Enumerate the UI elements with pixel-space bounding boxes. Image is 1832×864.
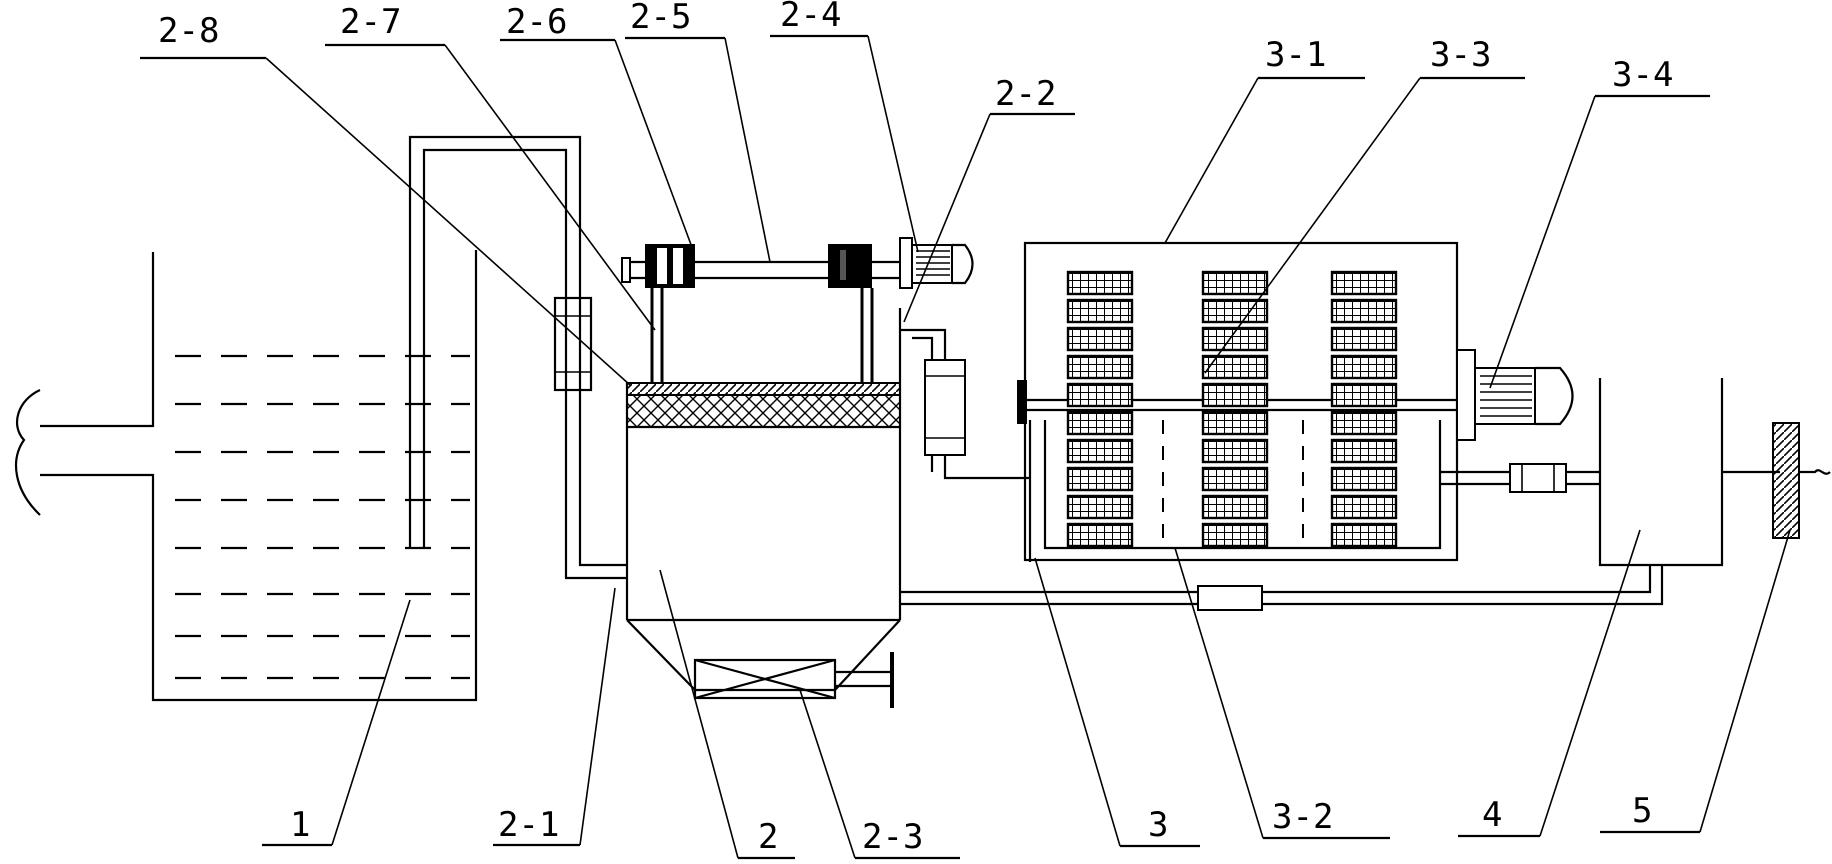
label-5: 5	[1632, 791, 1652, 831]
water-reservoir	[14, 250, 478, 702]
disc-block	[1066, 494, 1134, 520]
label-3-4: 3-4	[1612, 55, 1673, 95]
disc-block	[1201, 410, 1269, 436]
disc-block	[1330, 270, 1398, 296]
label-2: 2	[758, 817, 778, 857]
filter-layer	[626, 382, 901, 396]
label-4: 4	[1482, 795, 1502, 835]
disc-block	[1066, 382, 1134, 408]
disc-block	[1066, 354, 1134, 380]
disc-block	[1330, 354, 1398, 380]
disc-block	[1066, 522, 1134, 548]
outlet-pipe	[900, 328, 1030, 480]
disc-block	[1201, 438, 1269, 464]
label-3: 3	[1148, 805, 1168, 845]
disc-block	[1201, 298, 1269, 324]
label-3-1: 3-1	[1265, 35, 1326, 75]
disc-block	[1330, 438, 1398, 464]
disc-block	[1330, 326, 1398, 352]
clean-water-tank	[1598, 378, 1780, 567]
label-3-3: 3-3	[1430, 35, 1491, 75]
disc-block	[1066, 270, 1134, 296]
disc-block	[1201, 494, 1269, 520]
disc-block	[1201, 326, 1269, 352]
disc-stacks	[1066, 270, 1398, 548]
outlet-valve	[1772, 422, 1831, 539]
outlet-pump	[924, 359, 966, 456]
disc-block	[1330, 522, 1398, 548]
filter-mesh	[626, 394, 901, 428]
scraper-drive	[621, 237, 974, 383]
disc-motor	[1474, 367, 1536, 425]
disc-block	[1201, 466, 1269, 492]
pump-body	[553, 296, 593, 392]
disc-block	[1330, 382, 1398, 408]
disc-block	[1330, 494, 1398, 520]
disc-block	[1330, 298, 1398, 324]
label-2-1: 2-1	[498, 805, 559, 845]
leader-lines	[140, 34, 1791, 860]
label-2-4: 2-4	[780, 0, 841, 35]
label-2-5: 2-5	[630, 0, 691, 37]
return-pipe	[900, 565, 1664, 611]
label-2-8: 2-8	[158, 11, 219, 51]
disc-block	[1066, 326, 1134, 352]
left-drum	[645, 244, 695, 288]
return-valve	[1197, 585, 1263, 611]
label-1: 1	[290, 805, 310, 845]
label-2-2: 2-2	[995, 74, 1056, 114]
disc-block	[1201, 382, 1269, 408]
disc-block	[1066, 298, 1134, 324]
disc-unit	[1017, 241, 1600, 562]
settling-tank	[625, 308, 902, 708]
disc-block	[1066, 410, 1134, 436]
disc-block	[1066, 466, 1134, 492]
label-2-7: 2-7	[340, 2, 401, 42]
label-2-3: 2-3	[862, 817, 923, 857]
label-3-2: 3-2	[1272, 797, 1333, 837]
disc-block	[1201, 270, 1269, 296]
suction-pipe	[408, 135, 627, 580]
transfer-valve	[1509, 463, 1567, 493]
disc-block	[1201, 354, 1269, 380]
label-2-6: 2-6	[506, 2, 567, 42]
disc-block	[1201, 522, 1269, 548]
disc-block	[1066, 438, 1134, 464]
disc-block	[1330, 410, 1398, 436]
labels: 2-8 2-7 2-6 2-5 2-4 2-2 3-1 3-3 3-4 1 2-…	[158, 0, 1673, 857]
disc-block	[1330, 466, 1398, 492]
right-drum	[828, 244, 872, 288]
